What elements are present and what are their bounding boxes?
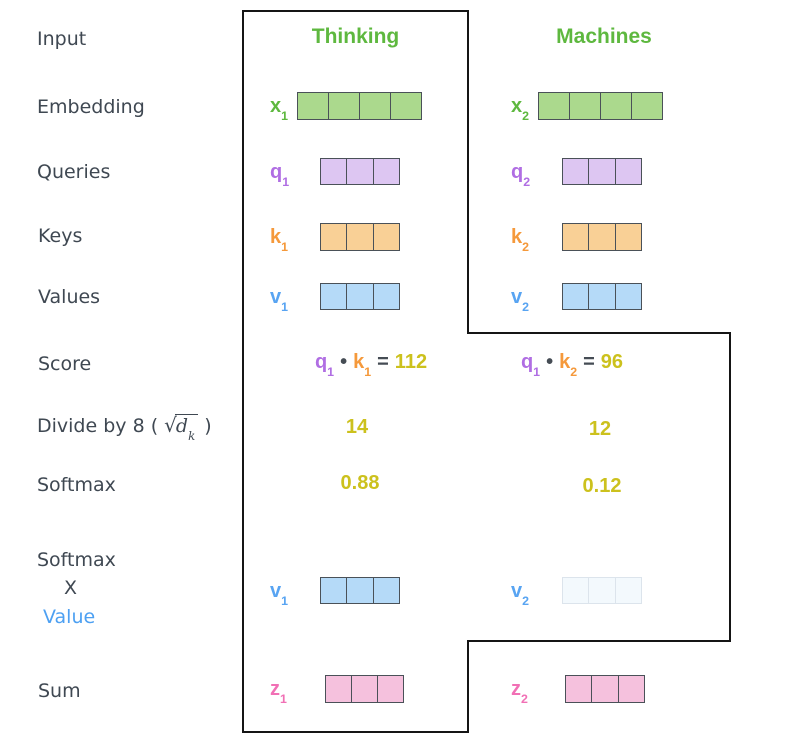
vector-label-v1: v1 bbox=[270, 286, 289, 315]
label-score: Score bbox=[38, 353, 92, 375]
label-softmax-x-value-line2: X bbox=[64, 577, 78, 599]
key-vector-k2 bbox=[562, 223, 642, 251]
weighted-value-vector-v2-faded bbox=[562, 577, 642, 604]
sum-label-z1: z1 bbox=[270, 678, 287, 707]
softmax-value-2: 0.12 bbox=[582, 475, 622, 497]
label-embedding: Embedding bbox=[37, 96, 145, 118]
key-vector-k1 bbox=[320, 223, 400, 251]
softmax-value-1: 0.88 bbox=[340, 472, 380, 494]
vector-label-v2: v2 bbox=[511, 286, 530, 315]
header-word-thinking: Thinking bbox=[311, 25, 400, 48]
vector-label-q1: q1 bbox=[270, 161, 290, 190]
divided-score-1: 14 bbox=[345, 416, 369, 438]
dot-operator: • bbox=[546, 351, 554, 373]
vector-label-q2: q2 bbox=[511, 161, 531, 190]
label-queries: Queries bbox=[37, 161, 111, 183]
weighted-value-label-v2: v2 bbox=[511, 580, 530, 609]
sum-label-z2: z2 bbox=[511, 678, 528, 707]
weighted-value-vector-v1 bbox=[320, 577, 400, 604]
score-equation-2: q1•k2=96 bbox=[520, 351, 624, 380]
sqrt-dk-formula: √dk bbox=[164, 413, 204, 442]
embedding-vector-x1 bbox=[297, 92, 422, 120]
sum-vector-z1 bbox=[325, 675, 404, 703]
label-divide-by-8: Divide by 8 ( √dk ) bbox=[37, 413, 212, 442]
value-vector-v2 bbox=[562, 283, 642, 310]
vector-label-k1: k1 bbox=[270, 226, 289, 255]
label-keys: Keys bbox=[38, 225, 83, 247]
divided-score-2: 12 bbox=[588, 418, 612, 440]
query-vector-q2 bbox=[562, 158, 642, 185]
header-word-machines: Machines bbox=[556, 25, 652, 48]
score-value-112: 112 bbox=[394, 351, 428, 373]
vector-label-x2: x2 bbox=[511, 95, 530, 124]
label-softmax-x-value-line1: Softmax bbox=[37, 549, 116, 571]
label-sum: Sum bbox=[38, 680, 81, 702]
score-equation-1: q1•k1=112 bbox=[314, 351, 428, 380]
label-values: Values bbox=[38, 286, 101, 308]
embedding-vector-x2 bbox=[538, 92, 663, 120]
divide-prefix: Divide by 8 ( bbox=[37, 415, 159, 437]
value-vector-v1 bbox=[320, 283, 400, 310]
score-value-96: 96 bbox=[600, 351, 624, 373]
label-softmax-x-value-line3: Value bbox=[43, 606, 96, 628]
weighted-value-label-v1: v1 bbox=[270, 580, 289, 609]
label-input: Input bbox=[37, 28, 87, 50]
divide-suffix: ) bbox=[204, 415, 212, 437]
sum-vector-z2 bbox=[565, 675, 645, 703]
query-vector-q1 bbox=[320, 158, 400, 185]
dot-operator: • bbox=[340, 351, 348, 373]
label-softmax: Softmax bbox=[37, 474, 116, 496]
vector-label-x1: x1 bbox=[270, 95, 289, 124]
vector-label-k2: k2 bbox=[511, 226, 530, 255]
